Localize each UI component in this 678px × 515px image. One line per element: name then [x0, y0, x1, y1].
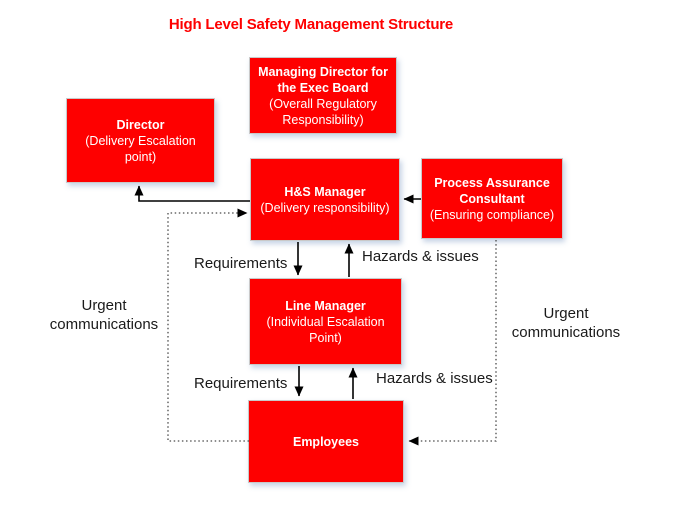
node-director-role: (Delivery Escalation point) [85, 133, 196, 164]
node-managing-director: Managing Director for the Exec Board (Ov… [249, 57, 397, 134]
label-requirements-upper: Requirements [194, 255, 288, 272]
arrow-hs-manager-to-director [134, 185, 250, 202]
node-line-manager: Line Manager (Individual Escalation Poin… [249, 278, 402, 365]
node-managing-director-name: Managing Director for the Exec Board [258, 64, 388, 95]
dotted-urgent-consultant-to-employees [408, 240, 497, 446]
label-hazards-lower: Hazards & issues [376, 370, 493, 387]
node-hs-manager: H&S Manager (Delivery responsibility) [250, 158, 400, 241]
label-requirements-lower: Requirements [194, 375, 288, 392]
node-director-name: Director [116, 117, 165, 132]
label-urgent-communications-left: Urgent communications [49, 297, 159, 333]
node-process-assurance: Process Assurance Consultant (Ensuring c… [421, 158, 563, 239]
node-line-manager-role: (Individual Escalation Point) [266, 314, 385, 345]
node-process-assurance-role: (Ensuring compliance) [429, 207, 555, 222]
node-line-manager-name: Line Manager [285, 298, 366, 313]
node-director: Director (Delivery Escalation point) [66, 98, 215, 183]
node-hs-manager-role: (Delivery responsibility) [260, 200, 390, 215]
node-managing-director-role: (Overall Regulatory Responsibility) [269, 96, 377, 127]
dotted-urgent-employees-to-hs-manager [167, 208, 249, 442]
node-employees-name: Employees [292, 434, 359, 449]
node-process-assurance-name: Process Assurance Consultant [434, 175, 550, 206]
node-hs-manager-name: H&S Manager [284, 184, 366, 199]
label-urgent-communications-right: Urgent communications [511, 305, 621, 341]
diagram-title: High Level Safety Management Structure [168, 16, 454, 33]
node-employees: Employees [248, 400, 404, 483]
label-hazards-upper: Hazards & issues [362, 248, 479, 265]
